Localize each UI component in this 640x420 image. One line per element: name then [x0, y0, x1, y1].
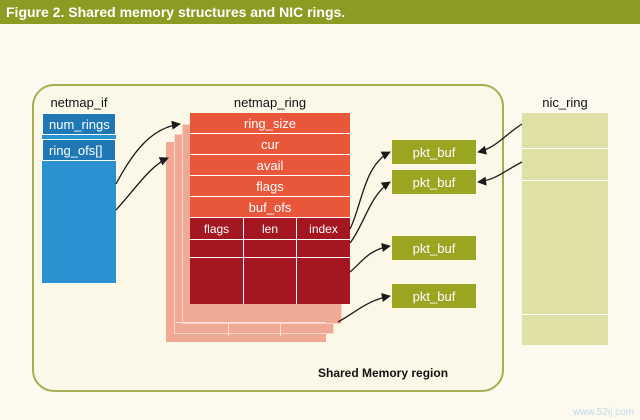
ring-field-flags: flags	[190, 176, 350, 197]
netmap-if-field-ring-ofs: ring_ofs[]	[42, 139, 116, 161]
arrow-slot-to-pkt-buf-3	[349, 242, 391, 273]
ring-slot-cell	[190, 258, 244, 304]
ring-field-ring-size: ring_size	[190, 113, 350, 134]
netmap-if-field-num-rings: num_rings	[42, 113, 116, 135]
shared-memory-region-label: Shared Memory region	[318, 366, 449, 380]
pkt-buf-2: pkt_buf	[392, 170, 476, 194]
slot-column-index: index	[297, 218, 350, 240]
pkt-buf-3: pkt_buf	[392, 236, 476, 260]
arrow-nic-slot-to-pkt-buf-2	[477, 161, 523, 186]
ring-field-avail: avail	[190, 155, 350, 176]
watermark: www.52ij.com	[572, 407, 634, 418]
ring-slot-cell	[297, 258, 350, 304]
shadow-divider	[228, 322, 229, 336]
nic-ring-block	[522, 113, 608, 345]
nic-ring-slot-divider	[522, 314, 608, 315]
arrow-ring-ofs-to-ring	[115, 157, 169, 211]
ring-slot-cell	[244, 240, 297, 258]
figure-title-bar: Figure 2. Shared memory structures and N…	[0, 0, 640, 24]
figure-title: Figure 2. Shared memory structures and N…	[6, 4, 346, 20]
arrow-index-to-pkt-buf-2	[349, 181, 391, 244]
nic-ring-slot-divider	[522, 148, 608, 149]
netmap-if-title: netmap_if	[50, 94, 108, 110]
ring-field-cur: cur	[190, 134, 350, 155]
arrow-slot-to-pkt-buf-4	[337, 292, 391, 323]
ring-slot-cell	[190, 240, 244, 258]
ring-slot-cell	[244, 258, 297, 304]
arrow-nic-slot-to-pkt-buf-1	[477, 123, 523, 155]
pkt-buf-4: pkt_buf	[392, 284, 476, 308]
netmap-ring-title: netmap_ring	[233, 94, 307, 110]
arrow-num-rings-to-ring	[115, 120, 181, 185]
ring-field-buf-ofs: buf_ofs	[190, 197, 350, 218]
shadow-divider	[176, 322, 326, 323]
arrow-index-to-pkt-buf-1	[349, 151, 391, 230]
shadow-divider	[280, 322, 281, 336]
ring-slot-cell	[297, 240, 350, 258]
slot-column-flags: flags	[190, 218, 244, 240]
nic-ring-title: nic_ring	[542, 94, 588, 110]
pkt-buf-1: pkt_buf	[392, 140, 476, 164]
slot-column-len: len	[244, 218, 297, 240]
nic-ring-slot-divider	[522, 180, 608, 181]
